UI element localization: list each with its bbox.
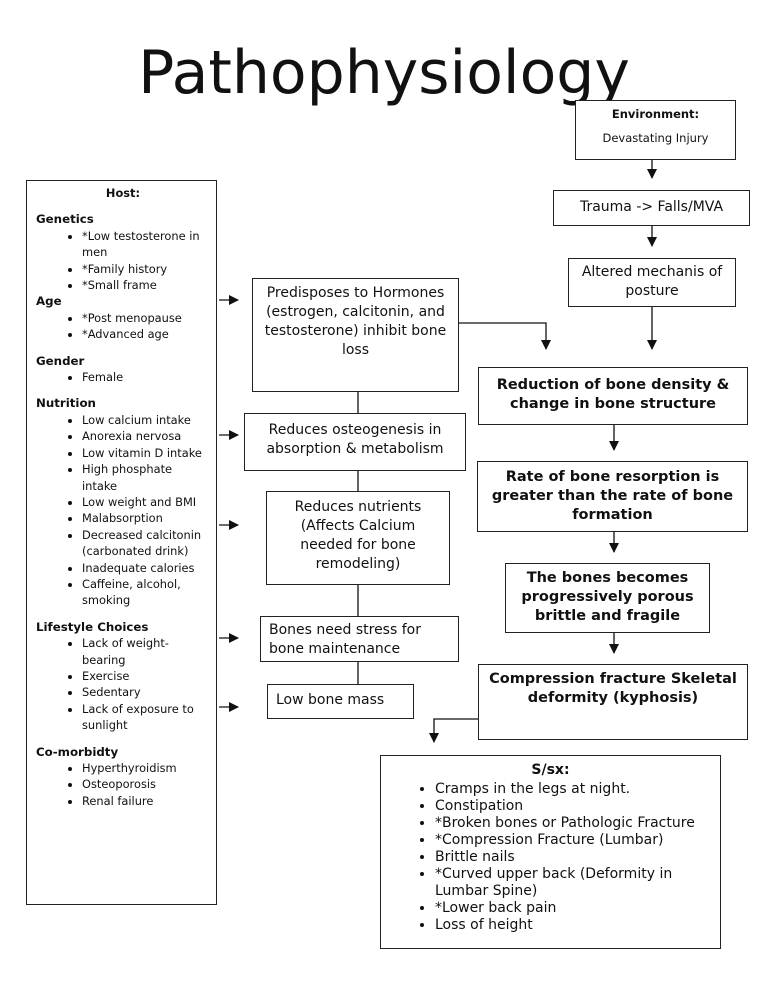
environment-heading: Environment: bbox=[611, 107, 700, 121]
section-heading: Gender bbox=[36, 353, 85, 368]
stress-box: Bones need stress for bone maintenance bbox=[260, 616, 459, 662]
list-item: Exercise bbox=[82, 668, 210, 684]
list-item: Inadequate calories bbox=[82, 560, 210, 576]
fracture-box: Compression fracture Skeletal deformity … bbox=[478, 664, 748, 740]
osteogenesis-box: Reduces osteogenesis in absorption & met… bbox=[244, 413, 466, 471]
host-section-comorbidity: Co-morbidty Hyperthyroidism Osteoporosis… bbox=[36, 744, 210, 810]
resorption-box: Rate of bone resorption is greater than … bbox=[477, 461, 748, 532]
host-section-genetics: Genetics *Low testosterone in men *Famil… bbox=[36, 211, 210, 293]
sx-box: S/sx: Cramps in the legs at night. Const… bbox=[380, 755, 721, 949]
list-item: *Low testosterone in men bbox=[82, 228, 210, 261]
posture-box: Altered mechanis of posture bbox=[568, 258, 736, 307]
hormones-box: Predisposes to Hormones (estrogen, calci… bbox=[252, 278, 459, 392]
list-item: Low calcium intake bbox=[82, 412, 210, 428]
list-item: *Compression Fracture (Lumbar) bbox=[435, 832, 712, 849]
list-item: Anorexia nervosa bbox=[82, 428, 210, 444]
list-item: Osteoporosis bbox=[82, 776, 210, 792]
list-item: Constipation bbox=[435, 798, 712, 815]
host-box: Host: Genetics *Low testosterone in men … bbox=[26, 180, 217, 905]
list-item: Cramps in the legs at night. bbox=[435, 781, 712, 798]
list-item: *Lower back pain bbox=[435, 900, 712, 917]
page-title: Pathophysiology bbox=[138, 38, 630, 108]
list-item: Malabsorption bbox=[82, 510, 210, 526]
section-heading: Nutrition bbox=[36, 396, 96, 411]
section-heading: Co-morbidty bbox=[36, 744, 119, 759]
list-item: Loss of height bbox=[435, 917, 712, 934]
list-item: *Curved upper back (Deformity in Lumbar … bbox=[435, 866, 712, 900]
list-item: Low vitamin D intake bbox=[82, 445, 210, 461]
section-heading: Age bbox=[36, 294, 62, 309]
trauma-box: Trauma -> Falls/MVA bbox=[553, 190, 750, 226]
sx-heading: S/sx: bbox=[531, 762, 570, 778]
section-heading: Genetics bbox=[36, 212, 94, 227]
host-section-lifestyle: Lifestyle Choices Lack of weight-bearing… bbox=[36, 619, 210, 734]
list-item: *Family history bbox=[82, 261, 210, 277]
arrow-fracture-sx bbox=[429, 718, 478, 743]
host-section-gender: Gender Female bbox=[36, 353, 210, 386]
host-section-nutrition: Nutrition Low calcium intake Anorexia ne… bbox=[36, 395, 210, 608]
density-box: Reduction of bone density & change in bo… bbox=[478, 367, 748, 425]
list-item: *Broken bones or Pathologic Fracture bbox=[435, 815, 712, 832]
mass-box: Low bone mass bbox=[267, 684, 414, 719]
list-item: *Advanced age bbox=[82, 326, 210, 342]
list-item: *Small frame bbox=[82, 277, 210, 293]
environment-box: Environment: Devastating Injury bbox=[575, 100, 736, 160]
list-item: Lack of weight-bearing bbox=[82, 635, 210, 668]
list-item: Sedentary bbox=[82, 684, 210, 700]
nutrients-box: Reduces nutrients (Affects Calcium neede… bbox=[266, 491, 450, 585]
list-item: High phosphate intake bbox=[82, 461, 210, 494]
host-heading: Host: bbox=[105, 186, 141, 200]
host-section-age: Age *Post menopause *Advanced age bbox=[36, 293, 210, 342]
list-item: Lack of exposure to sunlight bbox=[82, 701, 210, 734]
list-item: *Post menopause bbox=[82, 310, 210, 326]
list-item: Renal failure bbox=[82, 793, 210, 809]
environment-text: Devastating Injury bbox=[602, 131, 709, 145]
porous-box: The bones becomes progressively porous b… bbox=[505, 563, 710, 633]
section-heading: Lifestyle Choices bbox=[36, 619, 149, 634]
list-item: Decreased calcitonin (carbonated drink) bbox=[82, 527, 210, 560]
arrow-hormones-density bbox=[459, 322, 551, 350]
list-item: Hyperthyroidism bbox=[82, 760, 210, 776]
list-item: Low weight and BMI bbox=[82, 494, 210, 510]
list-item: Caffeine, alcohol, smoking bbox=[82, 576, 210, 609]
list-item: Female bbox=[82, 369, 210, 385]
list-item: Brittle nails bbox=[435, 849, 712, 866]
